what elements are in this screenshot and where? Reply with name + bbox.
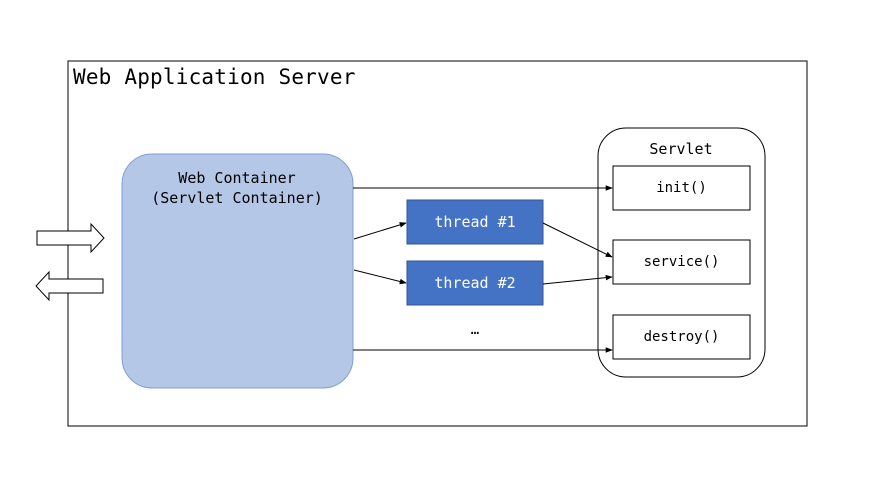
thread-2-to-service-arrow bbox=[542, 274, 613, 285]
web-container-label-line2: (Servlet Container) bbox=[151, 189, 323, 207]
thread-2-box bbox=[406, 260, 544, 306]
thread-1-box bbox=[406, 199, 544, 245]
servlet-group-box bbox=[597, 127, 766, 378]
web-container-box bbox=[121, 153, 354, 389]
web-container-label-line1: Web Container bbox=[178, 169, 296, 187]
thread-1-label: thread #1 bbox=[434, 213, 516, 231]
destroy-method-box bbox=[612, 314, 751, 360]
web-application-server-title: Web Application Server bbox=[73, 65, 356, 89]
servlet-title: Servlet bbox=[649, 140, 713, 158]
container-to-thread-2-arrow bbox=[353, 269, 407, 285]
request-in-arrow-icon bbox=[36, 222, 105, 254]
destroy-method-label: destroy() bbox=[643, 329, 720, 345]
service-method-box bbox=[612, 239, 751, 285]
web-container-label: Web Container (Servlet Container) bbox=[122, 168, 352, 208]
container-to-thread-1-arrow bbox=[353, 222, 407, 240]
more-threads-ellipsis: … bbox=[470, 322, 480, 338]
init-method-label: init() bbox=[656, 180, 707, 196]
service-method-label: service() bbox=[643, 254, 720, 270]
init-method-box bbox=[612, 165, 751, 211]
thread-2-label: thread #2 bbox=[434, 274, 516, 292]
thread-1-to-service-arrow bbox=[542, 222, 613, 258]
response-out-arrow-icon bbox=[35, 270, 104, 302]
